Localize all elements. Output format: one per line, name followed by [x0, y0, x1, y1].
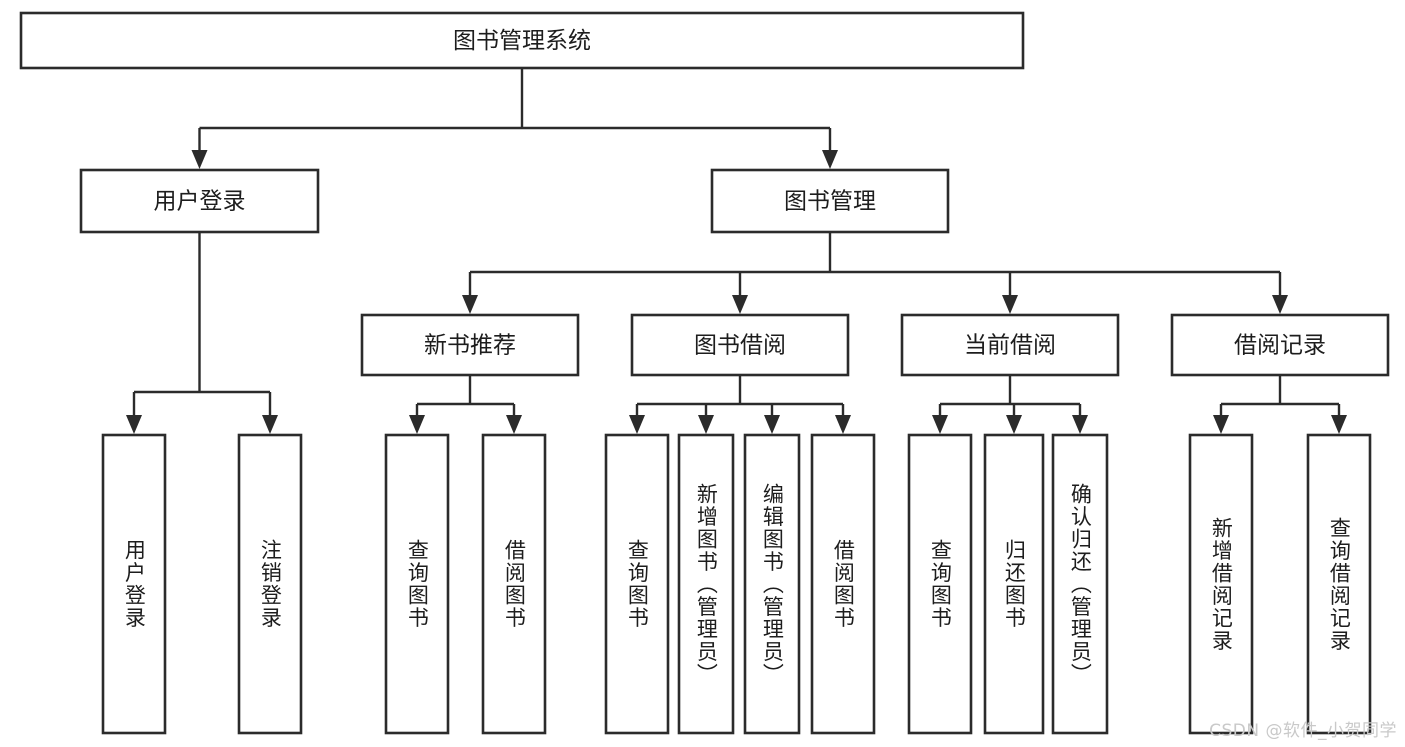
node-leaf-query-book-2[interactable]: [604, 433, 670, 735]
node-user-login-label: 用户登录: [154, 189, 246, 215]
leafgrp-user-login-arrow-1: [262, 415, 278, 434]
connector-layer: [126, 68, 1347, 434]
node-leaf-borrow-book-2[interactable]: [810, 433, 876, 735]
root-arrow-0: [191, 150, 208, 169]
leafgrp-user-login-arrow-0: [126, 415, 142, 434]
node-leaf-user-login[interactable]: [101, 433, 167, 735]
leafgrp-new-book-recommend-arrow-1: [506, 415, 522, 434]
node-book-borrow[interactable]: [630, 313, 850, 377]
book-manage-arrow-0: [462, 295, 478, 314]
node-current-borrow-label: 当前借阅: [964, 333, 1056, 359]
node-leaf-logout[interactable]: [237, 433, 303, 735]
node-borrow-record-label: 借阅记录: [1234, 333, 1326, 359]
node-leaf-edit-book[interactable]: [743, 433, 801, 735]
node-leaf-add-book[interactable]: [677, 433, 735, 735]
leafgrp-current-borrow-arrow-0: [932, 415, 948, 434]
node-user-login[interactable]: [79, 168, 320, 234]
leafgrp-borrow-record-arrow-1: [1331, 415, 1347, 434]
node-leaf-add-record[interactable]: [1188, 433, 1254, 735]
node-root-label: 图书管理系统: [453, 28, 591, 54]
leafgrp-borrow-record-arrow-0: [1213, 415, 1229, 434]
node-leaf-borrow-book-1[interactable]: [481, 433, 547, 735]
leafgrp-current-borrow-arrow-2: [1072, 415, 1088, 434]
leafgrp-book-borrow-arrow-1: [698, 415, 714, 434]
node-new-book-recommend[interactable]: [360, 313, 580, 377]
node-current-borrow[interactable]: [900, 313, 1120, 377]
node-leaf-return-book[interactable]: [983, 433, 1045, 735]
leafgrp-new-book-recommend-arrow-0: [409, 415, 425, 434]
book-manage-arrow-2: [1002, 295, 1018, 314]
book-manage-arrow-3: [1272, 295, 1288, 314]
node-book-borrow-label: 图书借阅: [694, 333, 786, 359]
node-leaf-query-book-1[interactable]: [384, 433, 450, 735]
leafgrp-book-borrow-arrow-3: [835, 415, 851, 434]
node-new-book-recommend-label: 新书推荐: [424, 333, 516, 359]
node-root[interactable]: [19, 11, 1025, 70]
node-leaf-query-record[interactable]: [1306, 433, 1372, 735]
node-book-manage-label: 图书管理: [784, 189, 876, 215]
root-arrow-1: [822, 150, 838, 169]
leafgrp-current-borrow-arrow-1: [1006, 415, 1022, 434]
leafgrp-book-borrow-arrow-0: [629, 415, 645, 434]
node-box-layer: [19, 11, 1390, 735]
book-manage-arrow-1: [732, 295, 748, 314]
node-borrow-record[interactable]: [1170, 313, 1390, 377]
node-leaf-confirm-return[interactable]: [1051, 433, 1109, 735]
node-leaf-query-book-3[interactable]: [907, 433, 973, 735]
node-book-manage[interactable]: [710, 168, 950, 234]
csdn-watermark: CSDN @软件_小贺同学: [1209, 721, 1397, 741]
leafgrp-book-borrow-arrow-2: [764, 415, 780, 434]
